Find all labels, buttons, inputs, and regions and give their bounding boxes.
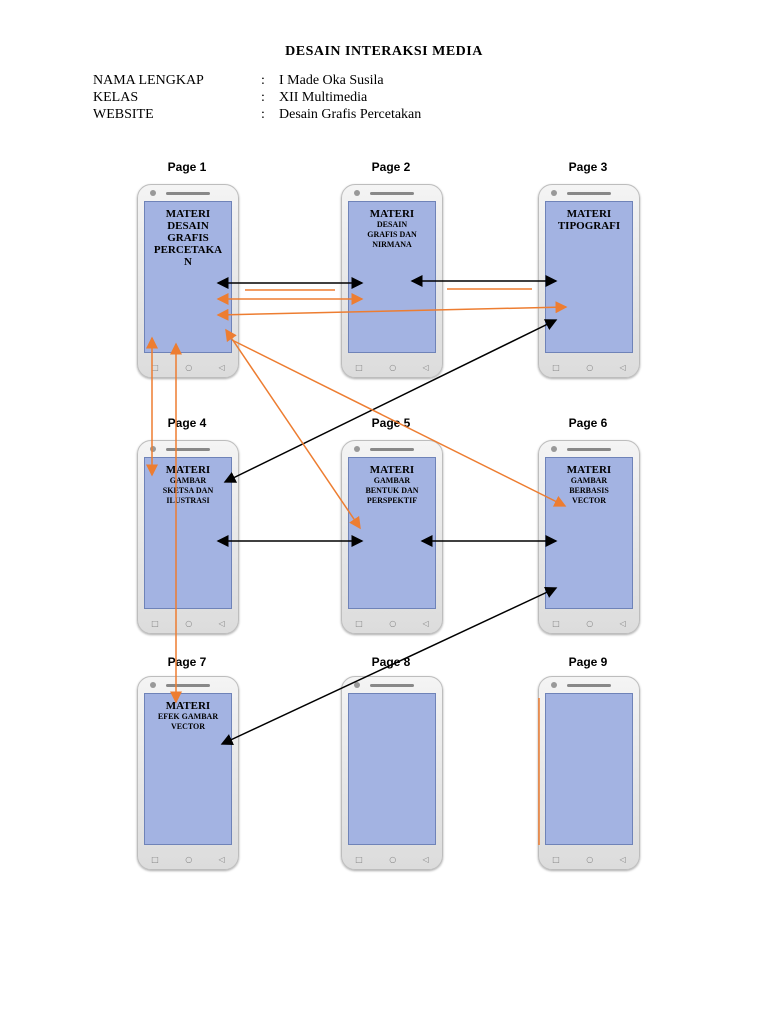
screen-title: MATERI bbox=[566, 464, 612, 476]
back-icon: ◁ bbox=[218, 855, 225, 864]
home-icon: ○ bbox=[586, 619, 594, 628]
orange-arrow-p1-p6 bbox=[231, 339, 567, 507]
info-row-name: NAMA LENGKAP : I Made Oka Susila bbox=[93, 72, 421, 89]
home-icon: ○ bbox=[389, 855, 397, 864]
orange-arrow-p3-p1 bbox=[216, 301, 568, 321]
arrow-p7-p6 bbox=[220, 587, 558, 745]
recent-apps-icon: □ bbox=[151, 619, 159, 628]
info-row-website: WEBSITE : Desain Grafis Percetakan bbox=[93, 106, 421, 123]
info-colon: : bbox=[261, 73, 265, 88]
info-colon: : bbox=[261, 107, 265, 122]
page-label: Page 3 bbox=[568, 160, 608, 174]
screen-title: MATERI bbox=[369, 208, 415, 220]
home-icon: ○ bbox=[185, 855, 193, 864]
back-icon: ◁ bbox=[218, 363, 225, 372]
phone-nav-buttons: □ ○ ◁ bbox=[138, 855, 238, 864]
page-label: Page 9 bbox=[568, 655, 608, 669]
phone-nav-buttons: □ ○ ◁ bbox=[342, 855, 442, 864]
info-table: NAMA LENGKAP : I Made Oka Susila KELAS :… bbox=[93, 72, 421, 123]
info-label: NAMA LENGKAP bbox=[93, 73, 204, 88]
back-icon: ◁ bbox=[619, 855, 626, 864]
info-row-class: KELAS : XII Multimedia bbox=[93, 89, 421, 106]
page-label: Page 6 bbox=[568, 416, 608, 430]
info-label: KELAS bbox=[93, 90, 139, 105]
info-value: I Made Oka Susila bbox=[279, 73, 384, 88]
speaker-icon bbox=[567, 192, 611, 195]
home-icon: ○ bbox=[185, 619, 193, 628]
camera-icon bbox=[551, 190, 557, 196]
recent-apps-icon: □ bbox=[552, 855, 560, 864]
recent-apps-icon: □ bbox=[151, 855, 159, 864]
info-value: XII Multimedia bbox=[279, 90, 368, 105]
speaker-icon bbox=[567, 448, 611, 451]
back-icon: ◁ bbox=[619, 619, 626, 628]
speaker-icon bbox=[370, 192, 414, 195]
camera-icon bbox=[150, 682, 156, 688]
phone-nav-buttons: □ ○ ◁ bbox=[539, 855, 639, 864]
phone-screen bbox=[545, 693, 633, 845]
page-label: Page 2 bbox=[371, 160, 411, 174]
document-title: DESAIN INTERAKSI MEDIA bbox=[285, 44, 483, 59]
home-icon: ○ bbox=[586, 855, 594, 864]
speaker-icon bbox=[166, 448, 210, 451]
camera-icon bbox=[354, 190, 360, 196]
recent-apps-icon: □ bbox=[355, 855, 363, 864]
speaker-icon bbox=[567, 684, 611, 687]
speaker-icon bbox=[166, 684, 210, 687]
home-icon: ○ bbox=[185, 363, 193, 372]
page-label: Page 1 bbox=[167, 160, 207, 174]
back-icon: ◁ bbox=[619, 363, 626, 372]
info-value: Desain Grafis Percetakan bbox=[279, 107, 422, 122]
orange-arrow-p1-p5 bbox=[225, 328, 361, 530]
home-icon: ○ bbox=[586, 363, 594, 372]
speaker-icon bbox=[166, 192, 210, 195]
info-label: WEBSITE bbox=[93, 107, 154, 122]
info-colon: : bbox=[261, 90, 265, 105]
back-icon: ◁ bbox=[422, 855, 429, 864]
camera-icon bbox=[150, 190, 156, 196]
